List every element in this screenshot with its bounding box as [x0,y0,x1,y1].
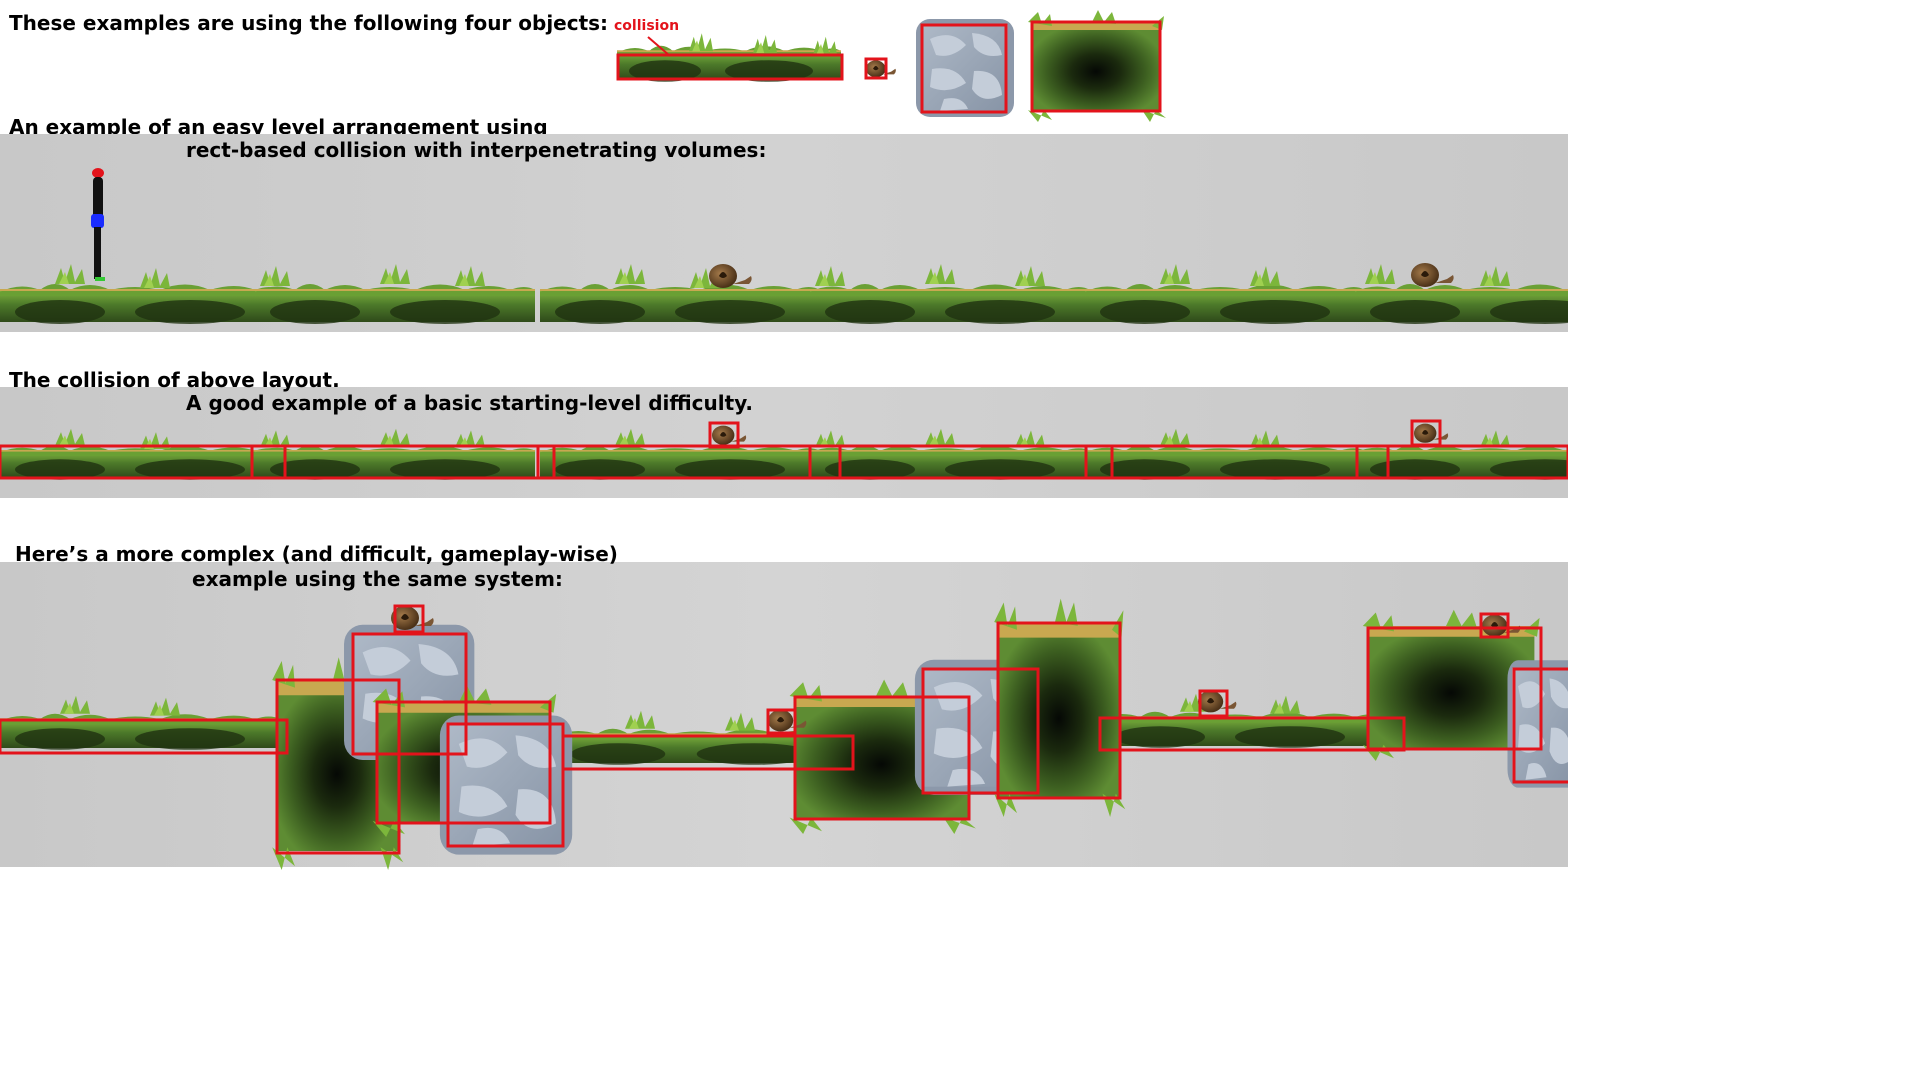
complex-collision-rect [1512,667,1568,784]
complex-collision-rect [375,700,552,825]
showcase-pit-block [1028,10,1166,122]
collision-rect [1355,444,1568,480]
collision-rect [1084,444,1390,480]
complex-collision-rect [275,678,401,855]
complex-collision-rect [0,718,289,755]
collision-level-ground [0,419,1568,481]
scene-canvas [0,10,1568,870]
complex-caption-line2: example using the same system: [192,567,563,591]
easy-level-ground [0,168,1568,325]
complex-collision-rect [351,632,468,756]
complex-caption-line1: Here’s a more complex (and difficult, ga… [15,542,618,566]
complex-collision-rect [561,734,855,771]
collision-rect-snail [708,421,740,449]
complex-collision-rect [393,604,425,634]
complex-collision-rect [1098,716,1406,752]
easy-snail-2 [1411,263,1454,287]
complex-level-art [0,598,1568,870]
collision-rect [250,444,556,480]
showcase-snail-collision [864,57,888,80]
showcase-stone-collision [920,23,1008,114]
easy-caption-line1: An example of an easy level arrangement … [9,115,548,139]
showcase-platform-collision [616,53,844,81]
collision-label: collision [614,18,680,34]
collision-rect [0,444,287,480]
complex-collision-rect [921,667,1040,795]
complex-collision-rect [1366,626,1543,751]
complex-collision-rect [446,722,565,848]
showcase-snail [866,60,896,78]
collision-caption-line2: A good example of a basic starting-level… [186,391,753,415]
complex-collision-rect [1479,612,1510,639]
showcase-pit-collision [1030,20,1162,113]
player-character [91,168,105,281]
collision-pointer-line [647,36,671,57]
collision-rect-snail [1410,419,1442,447]
collision-rect [536,444,842,480]
collision-caption-line1: The collision of above layout. [9,368,340,392]
showcase-stone-block [916,19,1014,117]
objects-intro-caption: These examples are using the following f… [9,11,609,35]
easy-caption-line2: rect-based collision with interpenetrati… [186,138,767,162]
complex-collision-rect [996,621,1122,800]
objects-showcase [616,10,1166,122]
collision-rect [808,444,1114,480]
complex-collision-rect [1198,689,1229,718]
easy-snail-1 [709,264,752,288]
complex-collision-rect [793,695,971,821]
